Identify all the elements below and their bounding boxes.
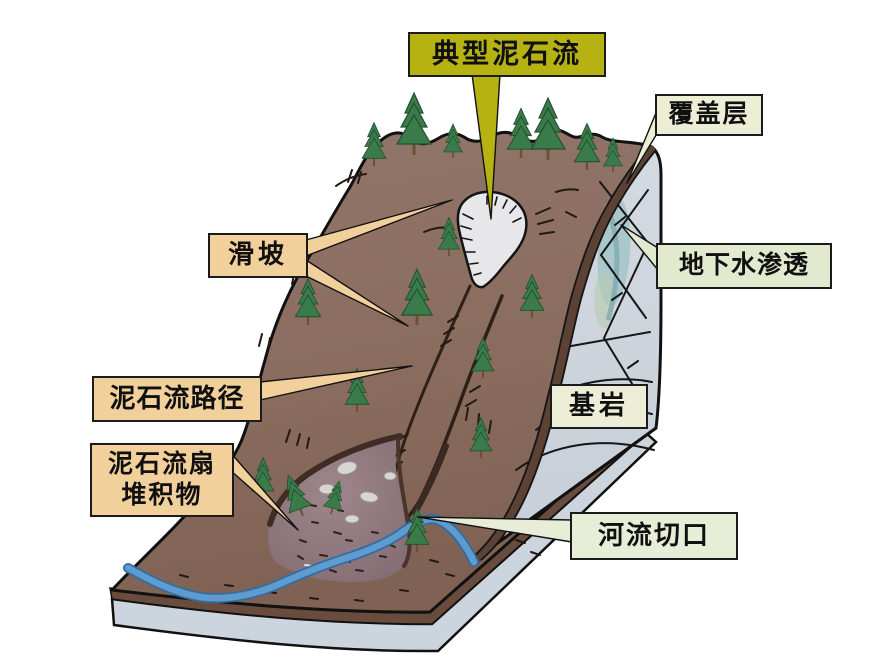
label-cover-layer: 覆盖层: [655, 94, 763, 136]
label-debris-flow-fan-line1: 泥石流扇: [107, 450, 216, 478]
scar-hatching: [460, 195, 522, 276]
debris-flow-scar: [456, 190, 528, 289]
fan-stones: [318, 461, 397, 524]
label-leaders: [229, 73, 659, 543]
label-cover-layer-text: 覆盖层: [668, 101, 750, 129]
label-debris-flow-path-text: 泥石流路径: [109, 383, 245, 413]
label-river-cut-text: 河流切口: [597, 520, 710, 550]
label-landslide: 滑坡: [208, 233, 308, 278]
label-bedrock: 基岩: [550, 384, 648, 429]
label-groundwater-infiltration: 地下水渗透: [656, 243, 832, 289]
label-river-cut: 河流切口: [570, 512, 738, 560]
label-debris-flow-path: 泥石流路径: [92, 376, 262, 422]
label-typical-debris-flow: 典型泥石流: [408, 32, 606, 77]
label-debris-flow-fan-line2: 堆积物: [121, 482, 203, 509]
label-typical-debris-flow-text: 典型泥石流: [432, 38, 582, 69]
label-landslide-text: 滑坡: [227, 240, 288, 270]
label-debris-flow-fan: 泥石流扇 堆积物: [90, 443, 234, 517]
label-bedrock-text: 基岩: [568, 391, 629, 421]
slope-texture: [179, 169, 579, 602]
label-groundwater-text: 地下水渗透: [678, 252, 809, 280]
river: [123, 514, 479, 604]
